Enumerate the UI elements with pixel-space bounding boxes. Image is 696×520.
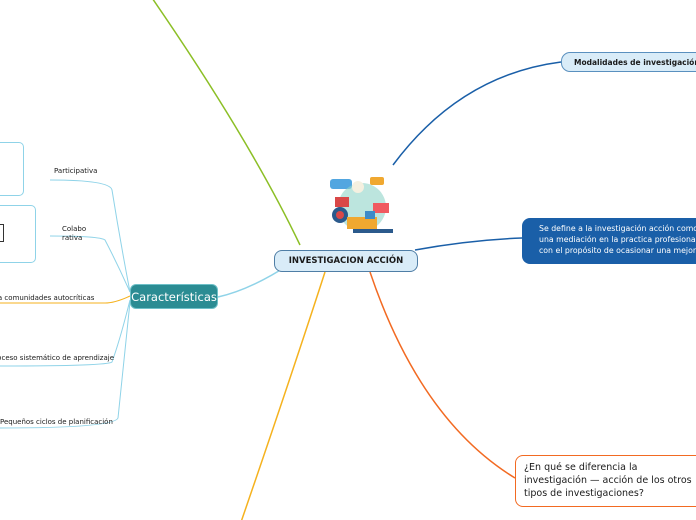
definicion-node[interactable]: Se define a la investigación acción como… [522, 218, 696, 264]
central-topic[interactable]: INVESTIGACION ACCIÓN [274, 250, 418, 272]
item-participativa[interactable]: Participativa [54, 167, 98, 175]
research-illustration-icon [330, 177, 393, 233]
item-comunidades[interactable]: Crea comunidades autocríticas [0, 294, 100, 303]
image-frame-1 [0, 142, 24, 196]
sub-line-4 [0, 299, 131, 367]
item-ciclos[interactable]: Pequeños ciclos de planificación [0, 418, 128, 427]
item-proceso[interactable]: Proceso sistemático de aprendizaje [0, 354, 114, 363]
blue-branch-definicion [414, 237, 523, 251]
orange-branch [369, 271, 516, 479]
sub-line-3 [0, 295, 131, 304]
sub-line-5 [0, 301, 131, 429]
image-frame-2-inner [0, 224, 4, 242]
modalidades-node[interactable]: Modalidades de investigación — acción [561, 52, 696, 72]
item-proceso-label: Proceso sistemático de aprendizaje [0, 354, 114, 362]
item-colaborativa[interactable]: Colaborativa [62, 225, 88, 243]
green-branch [152, 0, 301, 246]
item-colaborativa-label: Colaborativa [62, 225, 87, 242]
yellow-branch [240, 271, 326, 520]
diferencia-node[interactable]: ¿En qué se diferencia la investigación —… [515, 455, 696, 507]
sub-line-2 [49, 235, 131, 293]
caracteristicas-node[interactable]: Características [130, 284, 218, 309]
blue-branch-modalidades [392, 61, 562, 166]
item-ciclos-label: Pequeños ciclos de planificación [0, 418, 113, 426]
item-comunidades-label: Crea comunidades autocríticas [0, 294, 95, 302]
image-frame-2 [0, 205, 36, 263]
sub-line-1 [49, 179, 131, 293]
